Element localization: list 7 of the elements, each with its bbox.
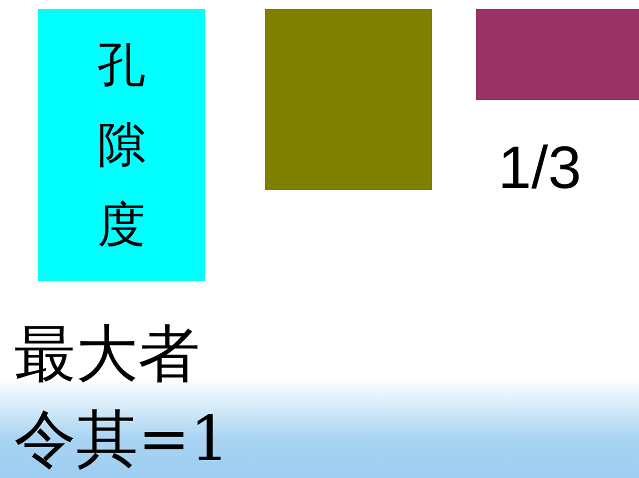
vertical-label: 孔隙度 [96,36,146,255]
note-text: 最大者 [14,318,200,390]
fraction-label: 1/3 [498,135,582,201]
rectangle-block [476,9,639,100]
square-block [265,9,432,190]
porosity-box [38,9,205,281]
note-text: 令其=1 [14,403,230,474]
